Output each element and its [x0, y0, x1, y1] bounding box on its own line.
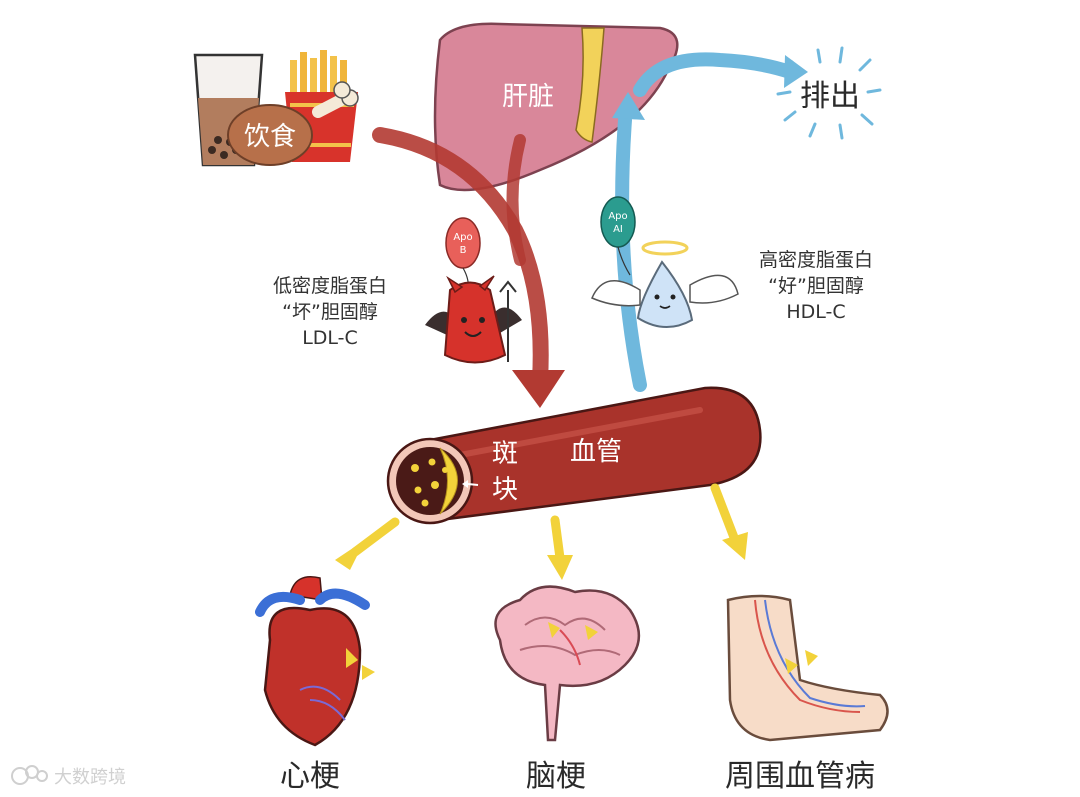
hdl-abbr: HDL-C — [786, 301, 845, 323]
hdl-angel-character: Apo AI — [592, 197, 738, 327]
apoai-balloon — [601, 197, 635, 247]
ldl-abbr: LDL-C — [302, 327, 358, 349]
halo-icon — [643, 242, 687, 254]
excrete-label: 排出 — [800, 79, 860, 114]
liver-label: 肝脏 — [502, 82, 554, 112]
brain-label: 脑梗 — [526, 759, 586, 794]
diet-illustration: 饮食 — [195, 50, 358, 165]
liver-illustration: 肝脏 — [435, 24, 677, 190]
watermark-text: 大数跨境 — [54, 767, 126, 788]
heart-illustration — [260, 577, 375, 745]
diet-label: 饮食 — [244, 122, 296, 152]
ldl-line2: “坏”胆固醇 — [282, 301, 378, 323]
ldl-line1: 低密度脂蛋白 — [273, 275, 387, 297]
ldl-devil-character: Apo B — [425, 218, 522, 363]
apob-text-1: Apo — [453, 232, 472, 243]
apoai-text-1: Apo — [608, 211, 627, 222]
blood-vessel: 斑 块 血管 — [388, 388, 760, 523]
apob-balloon — [446, 218, 480, 268]
brain-illustration — [496, 587, 639, 740]
vessel-label: 血管 — [570, 437, 622, 467]
excrete-burst: 排出 — [778, 48, 880, 138]
hdl-line2: “好”胆固醇 — [768, 275, 864, 297]
apob-text-2: B — [460, 245, 467, 256]
hdl-line1: 高密度脂蛋白 — [759, 249, 873, 271]
plaque-label-1: 斑 — [492, 439, 518, 469]
apoai-text-2: AI — [613, 224, 623, 235]
ldl-arrow — [380, 135, 565, 408]
plaque-label-2: 块 — [492, 475, 518, 505]
watermark: 大数跨境 — [6, 760, 166, 792]
hdl-caption: 高密度脂蛋白 “好”胆固醇 HDL-C — [759, 249, 873, 323]
ldl-caption: 低密度脂蛋白 “坏”胆固醇 LDL-C — [273, 275, 387, 349]
watermark-logo-icon — [12, 766, 47, 784]
heart-label: 心梗 — [280, 759, 340, 794]
foot-illustration — [728, 596, 888, 740]
peripheral-label: 周围血管病 — [725, 759, 875, 794]
